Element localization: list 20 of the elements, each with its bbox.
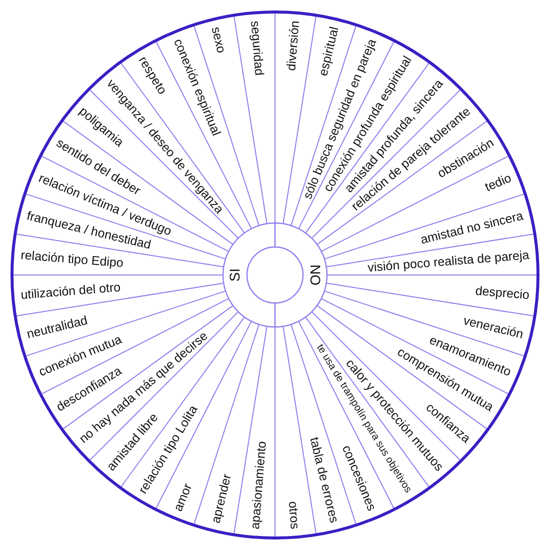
sector-label: amistad no sincera: [419, 208, 525, 248]
ring-label: SI: [227, 268, 243, 282]
sector-label: apasionamiento: [248, 440, 270, 530]
sector-label: desprecio: [474, 284, 530, 302]
sector-label: tedio: [482, 170, 514, 195]
half-ring: [222, 222, 275, 328]
sector-label: relación tipo Edipo: [20, 248, 124, 270]
half-ring: [275, 222, 328, 328]
sector-label: visión poco realista de pareja: [367, 248, 530, 276]
sector-label: amor: [170, 482, 196, 514]
sector-label: utilización del otro: [20, 280, 122, 302]
sector-label: diversión: [284, 20, 302, 72]
sector-label: seguridad: [248, 20, 266, 76]
sector-label: tabla de errores: [306, 436, 342, 524]
sector-label: aprender: [208, 472, 234, 525]
ring-label: NO: [307, 264, 323, 286]
sector-label: veneración: [462, 313, 525, 342]
sector-label: sexo: [208, 25, 228, 54]
sector-label: espiritual: [316, 25, 342, 78]
sector-label: otros: [285, 500, 302, 530]
